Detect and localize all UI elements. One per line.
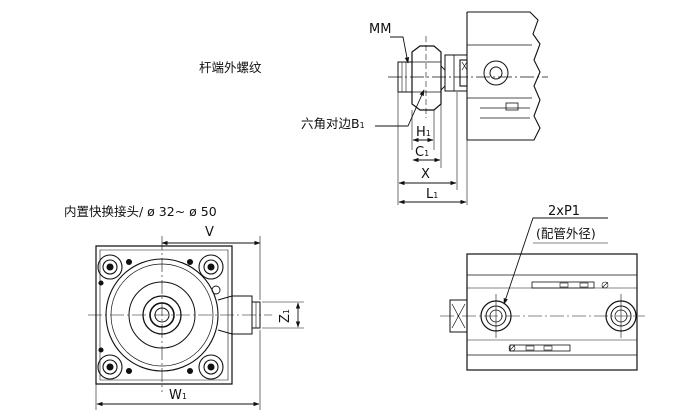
z1-label: Z1: [278, 309, 293, 323]
x-label: X: [421, 167, 430, 182]
c1-text: C: [415, 145, 425, 160]
rod-end-thread-title: 杆端外螺纹: [199, 60, 262, 75]
h1-label: H1: [416, 126, 431, 139]
l1-label: L1: [426, 188, 438, 201]
pipe-od-label: (配管外径): [536, 226, 596, 241]
l1-text: L: [426, 187, 434, 202]
w1-sub: 1: [181, 392, 187, 401]
h1-text: H: [416, 125, 426, 140]
z1-sub: 1: [282, 309, 291, 315]
fitting-title: 内置快换接头/ ø 32~ ø 50: [64, 204, 217, 219]
z1-text: Z: [278, 314, 293, 323]
hex-across-flats-label: 六角对边B1: [301, 116, 365, 131]
mm-label: MM: [369, 22, 392, 37]
c1-sub: 1: [424, 149, 430, 158]
side-view: [440, 217, 645, 371]
w1-text: W: [169, 388, 182, 403]
c1-label: C1: [415, 146, 429, 159]
l1-sub: 1: [433, 191, 439, 200]
rod-end-view: [375, 11, 548, 205]
h1-sub: 1: [425, 129, 431, 138]
hex-across-flats-sub: 1: [359, 121, 365, 130]
port-count-label: 2xP1: [548, 204, 581, 219]
hex-across-flats-text: 六角对边B: [301, 116, 360, 131]
v-label: V: [205, 225, 214, 240]
w1-label: W1: [169, 389, 187, 402]
front-view: [88, 236, 304, 410]
